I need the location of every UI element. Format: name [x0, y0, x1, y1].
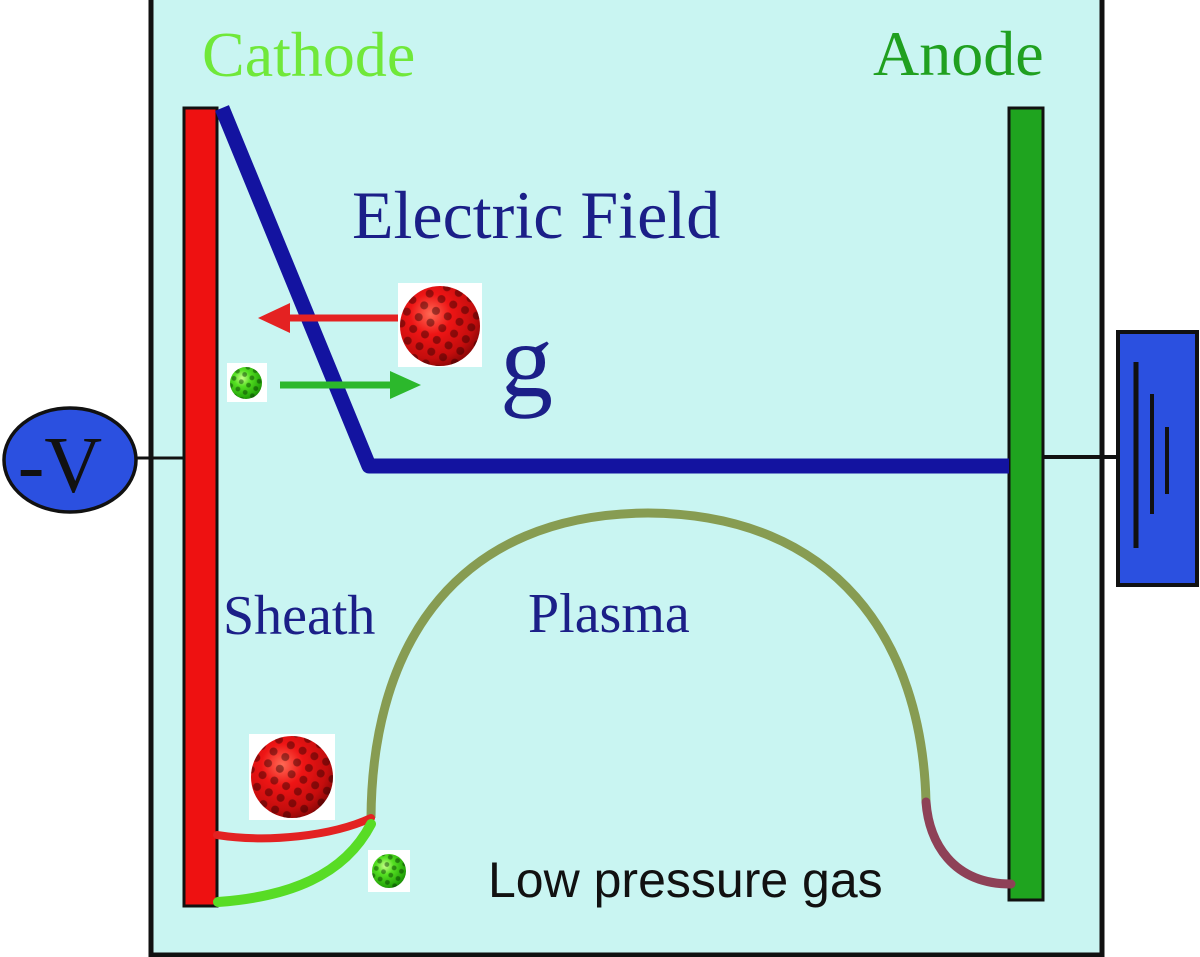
- electron-arrow-head: [390, 371, 421, 399]
- voltage-source: [2, 406, 138, 514]
- anode-bar: [1007, 106, 1045, 902]
- electron-trajectory-curve: [213, 819, 376, 907]
- low-pressure-gas-label: Low pressure gas: [488, 852, 883, 908]
- electron-sphere-top-texture: [230, 367, 262, 399]
- sheath-label: Sheath: [223, 585, 375, 647]
- potential-profile-line: [215, 105, 1009, 474]
- ion-sphere-top-texture: [400, 286, 480, 366]
- cathode-bar: [182, 106, 219, 908]
- electron-sphere-bottom-texture: [372, 854, 406, 888]
- plasma-label: Plasma: [528, 583, 690, 645]
- battery: [1116, 330, 1199, 587]
- ion-trajectory-curve: [213, 814, 375, 843]
- gravity-label: g: [500, 302, 553, 419]
- anode-sheath-curve: [921, 797, 1016, 889]
- cathode-label: Cathode: [202, 19, 415, 90]
- ion-arrow-head: [258, 303, 290, 333]
- electric-field-label: Electric Field: [352, 177, 720, 253]
- plasma-potential-curve: [366, 508, 931, 819]
- anode-label: Anode: [873, 18, 1044, 89]
- voltage-label: -V: [18, 422, 102, 510]
- ion-sphere-bottom-texture: [251, 736, 333, 818]
